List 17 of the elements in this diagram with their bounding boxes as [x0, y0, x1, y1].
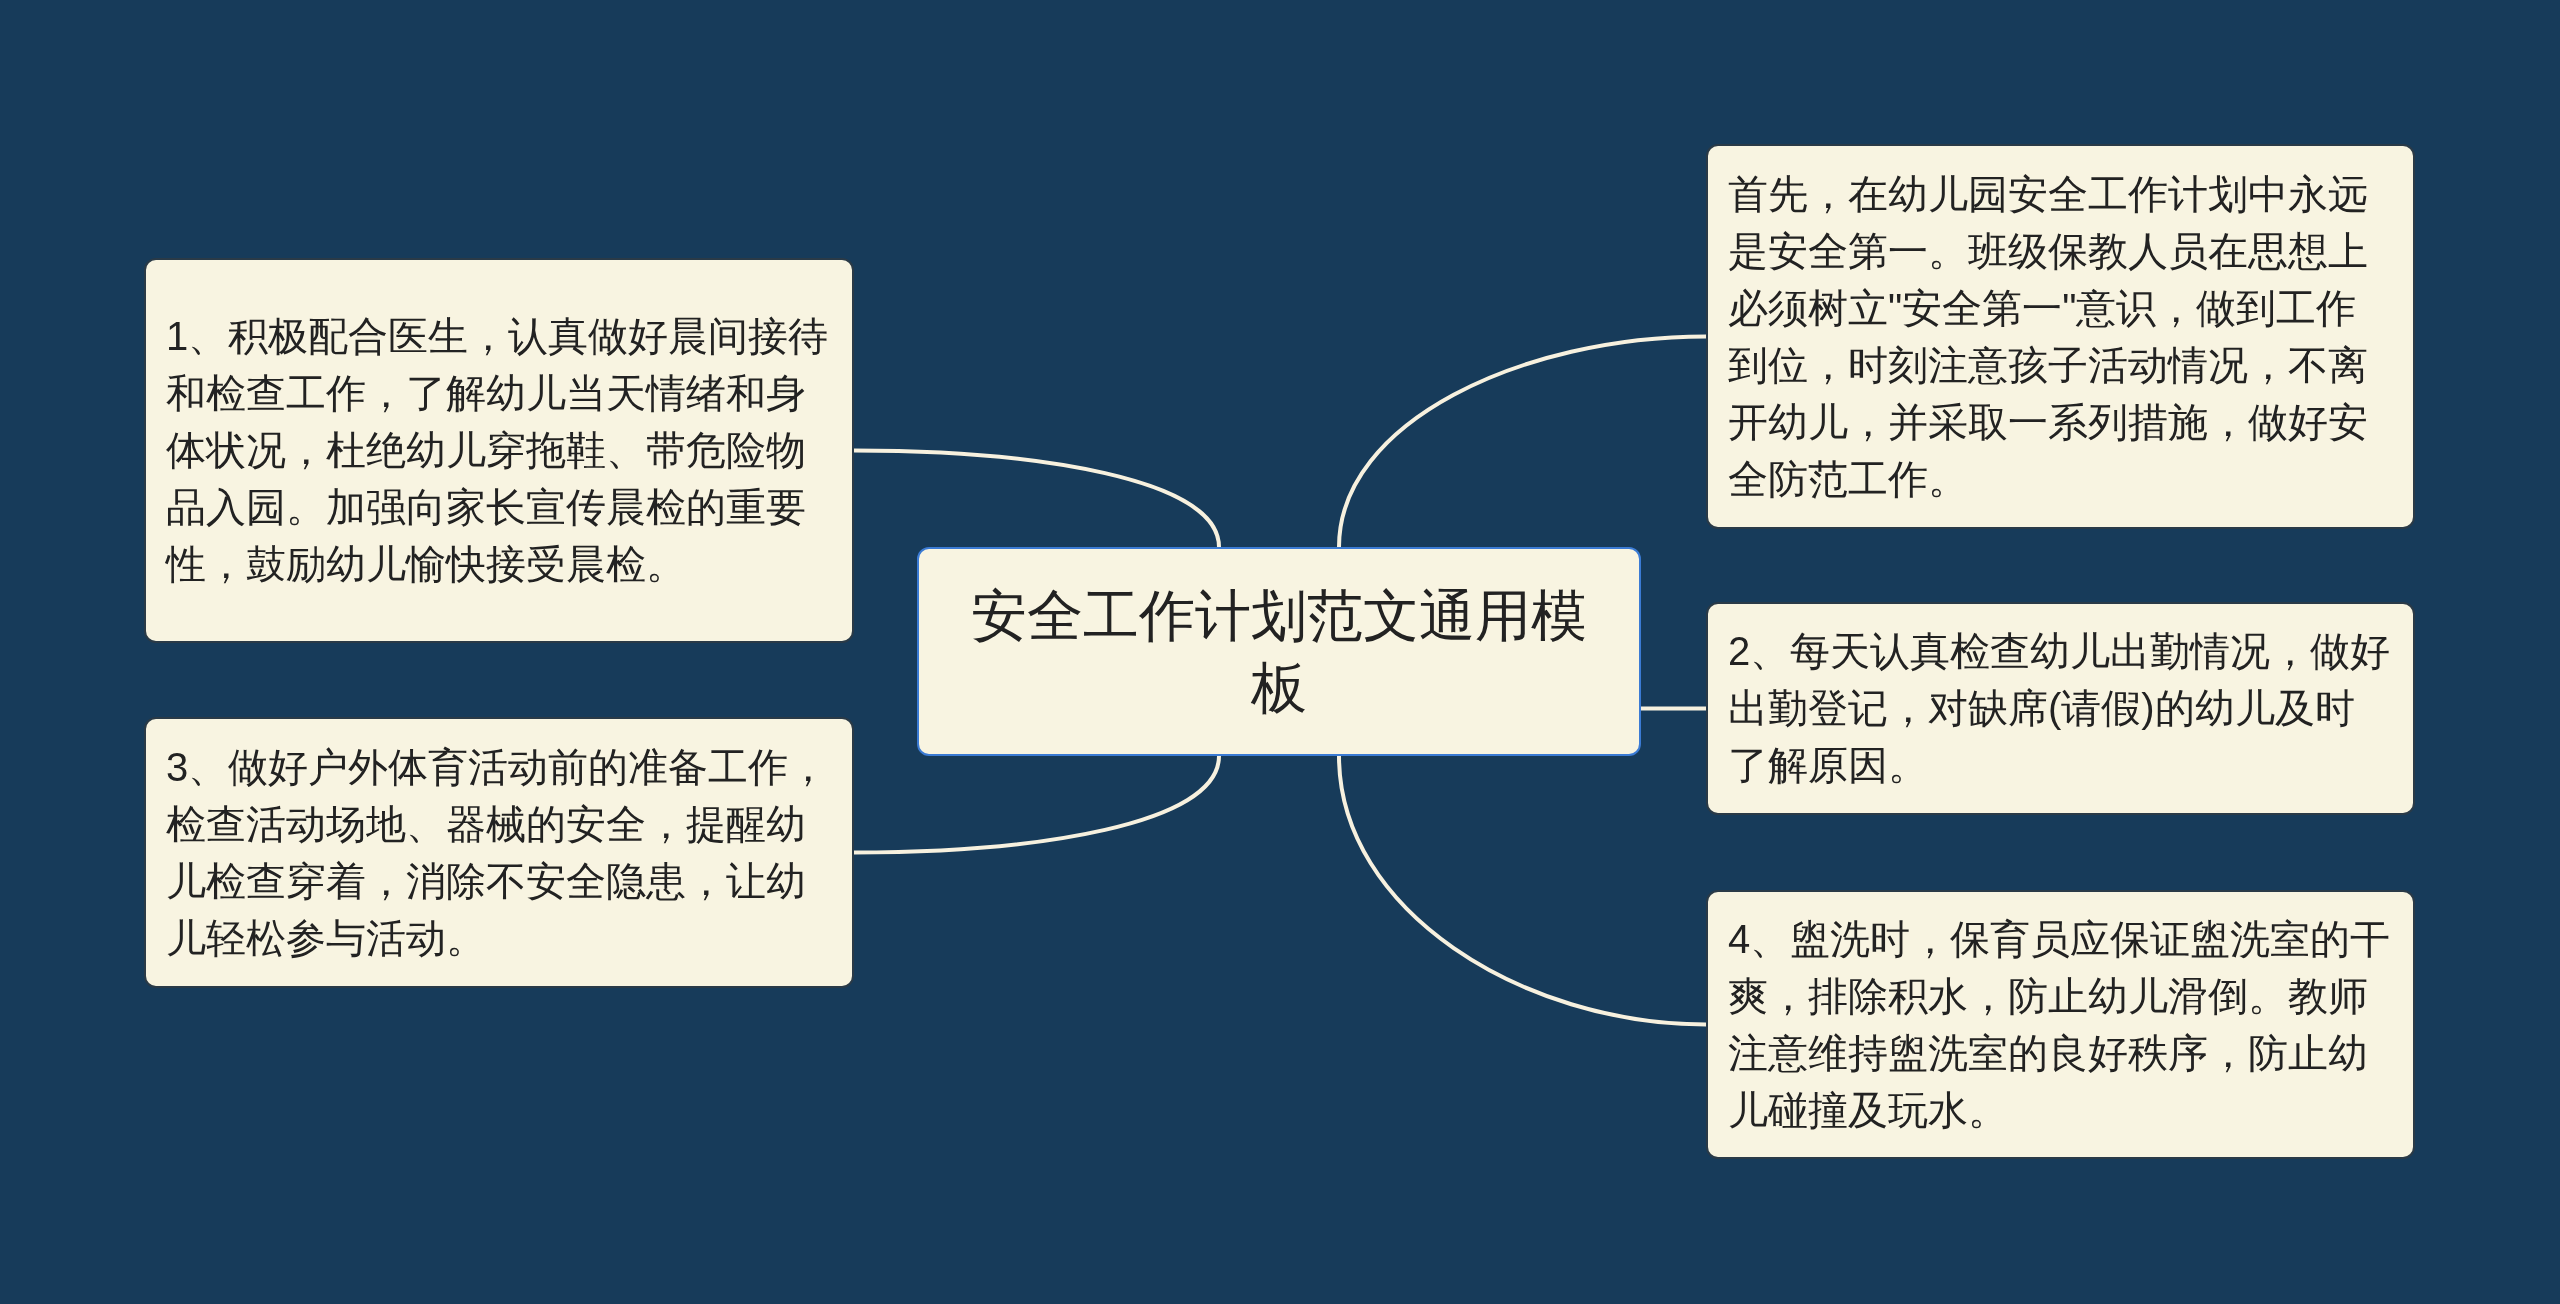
topic-box	[144, 717, 854, 988]
topic-box	[144, 258, 854, 643]
connector-line	[853, 755, 1221, 855]
central-topic-box	[917, 547, 1641, 756]
topic-text: 4、盥洗时，保育员应保证盥洗室的干爽，排除积水，防止幼儿滑倒。教师注意维持盥洗室的良好秩序，防止幼儿碰撞及玩水。	[1728, 915, 2392, 1134]
connector-line	[1337, 755, 1707, 1027]
topic-text: 首先，在幼儿园安全工作计划中永远是安全第一。班级保教人员在思想上必须树立"安全第一"意识，做到工作到位，时刻注意孩子活动情况，不离开幼儿，并采取一系列措施，做好安全防范工作。	[1728, 170, 2369, 503]
topic-box	[1706, 144, 2415, 529]
connector-line	[853, 448, 1221, 548]
topic-text: 3、做好户外体育活动前的准备工作，检查活动场地、器械的安全，提醒幼儿检查穿着，消除不安全隐患，让幼儿轻松参与活动。	[166, 743, 830, 962]
connector-line	[1641, 706, 1706, 711]
topic-box	[1706, 890, 2415, 1159]
topic-box	[1706, 602, 2415, 815]
topic-text: 1、积极配合医生，认真做好晨间接待和检查工作，了解幼儿当天情绪和身体状况，杜绝幼儿穿拖鞋、带危险物品入园。加强向家长宣传晨检的重要性，鼓励幼儿愉快接受晨检。	[166, 313, 830, 588]
connector-line	[1337, 334, 1707, 548]
central-topic-text: 安全工作计划范文通用模板	[970, 582, 1588, 721]
topic-text: 2、每天认真检查幼儿出勤情况，做好出勤登记，对缺席(请假)的幼儿及时了解原因。	[1728, 628, 2392, 789]
